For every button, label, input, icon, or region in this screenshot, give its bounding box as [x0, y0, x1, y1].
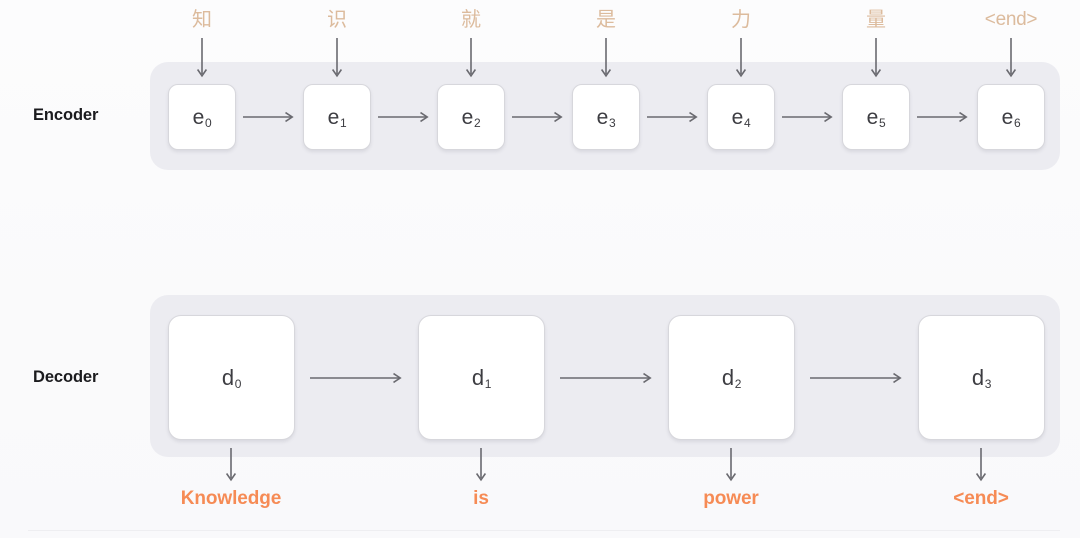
decoder-output-token-1: is — [473, 488, 489, 509]
encoder-flow-arrow-right-icon-2 — [512, 111, 563, 123]
decoder-cell-label-1: d1 — [471, 364, 492, 391]
decoder-cell-label-3: d3 — [971, 364, 992, 391]
encoder-input-token-5: 量 — [866, 9, 886, 31]
encoder-flow-arrow-right-icon-5 — [917, 111, 968, 123]
encoder-input-arrow-down-icon-3 — [600, 38, 612, 78]
encoder-cell-label-6: e6 — [1001, 105, 1021, 130]
encoder-cell-5[interactable]: e5 — [842, 84, 910, 150]
decoder-output-arrow-down-icon-2 — [725, 448, 737, 482]
encoder-cell-6[interactable]: e6 — [977, 84, 1045, 150]
encoder-cell-0[interactable]: e0 — [168, 84, 236, 150]
decoder-cell-2[interactable]: d2 — [668, 315, 795, 440]
decoder-output-arrow-down-icon-1 — [475, 448, 487, 482]
encoder-input-arrow-down-icon-2 — [465, 38, 477, 78]
decoder-flow-arrow-right-icon-0 — [310, 372, 402, 384]
encoder-cell-2[interactable]: e2 — [437, 84, 505, 150]
encoder-flow-arrow-right-icon-4 — [782, 111, 833, 123]
decoder-cell-1[interactable]: d1 — [418, 315, 545, 440]
encoder-flow-arrow-right-icon-0 — [243, 111, 294, 123]
encoder-input-token-1: 识 — [327, 9, 347, 31]
encoder-input-arrow-down-icon-4 — [735, 38, 747, 78]
encoder-cell-4[interactable]: e4 — [707, 84, 775, 150]
decoder-cell-label-0: d0 — [221, 364, 242, 391]
encoder-input-arrow-down-icon-5 — [870, 38, 882, 78]
encoder-input-arrow-down-icon-6 — [1005, 38, 1017, 78]
decoder-flow-arrow-right-icon-2 — [810, 372, 902, 384]
encoder-flow-arrow-right-icon-1 — [378, 111, 429, 123]
decoder-output-token-0: Knowledge — [180, 488, 282, 509]
encoder-input-token-0: 知 — [192, 9, 212, 31]
decoder-output-token-3: <end> — [953, 488, 1009, 509]
encoder-cell-label-2: e2 — [461, 105, 481, 130]
encoder-cell-label-0: e0 — [192, 105, 212, 130]
encoder-row-label: Encoder — [33, 106, 99, 124]
encoder-input-arrow-down-icon-1 — [331, 38, 343, 78]
bottom-divider — [28, 530, 1060, 531]
encoder-flow-arrow-right-icon-3 — [647, 111, 698, 123]
decoder-cell-3[interactable]: d3 — [918, 315, 1045, 440]
decoder-flow-arrow-right-icon-1 — [560, 372, 652, 384]
encoder-input-token-3: 是 — [596, 9, 616, 31]
encoder-cell-label-1: e1 — [327, 105, 347, 130]
encoder-cell-1[interactable]: e1 — [303, 84, 371, 150]
encoder-input-token-2: 就 — [461, 9, 481, 31]
encoder-cell-label-3: e3 — [596, 105, 616, 130]
decoder-cell-0[interactable]: d0 — [168, 315, 295, 440]
decoder-cell-label-2: d2 — [721, 364, 742, 391]
encoder-input-arrow-down-icon-0 — [196, 38, 208, 78]
decoder-output-arrow-down-icon-3 — [975, 448, 987, 482]
decoder-band — [150, 295, 1060, 457]
encoder-input-token-4: 力 — [731, 9, 751, 31]
decoder-output-arrow-down-icon-0 — [225, 448, 237, 482]
encoder-cell-label-5: e5 — [866, 105, 886, 130]
encoder-cell-3[interactable]: e3 — [572, 84, 640, 150]
encoder-input-token-6: <end> — [984, 9, 1038, 30]
decoder-row-label: Decoder — [33, 368, 99, 386]
encoder-cell-label-4: e4 — [731, 105, 751, 130]
decoder-output-token-2: power — [703, 488, 759, 509]
